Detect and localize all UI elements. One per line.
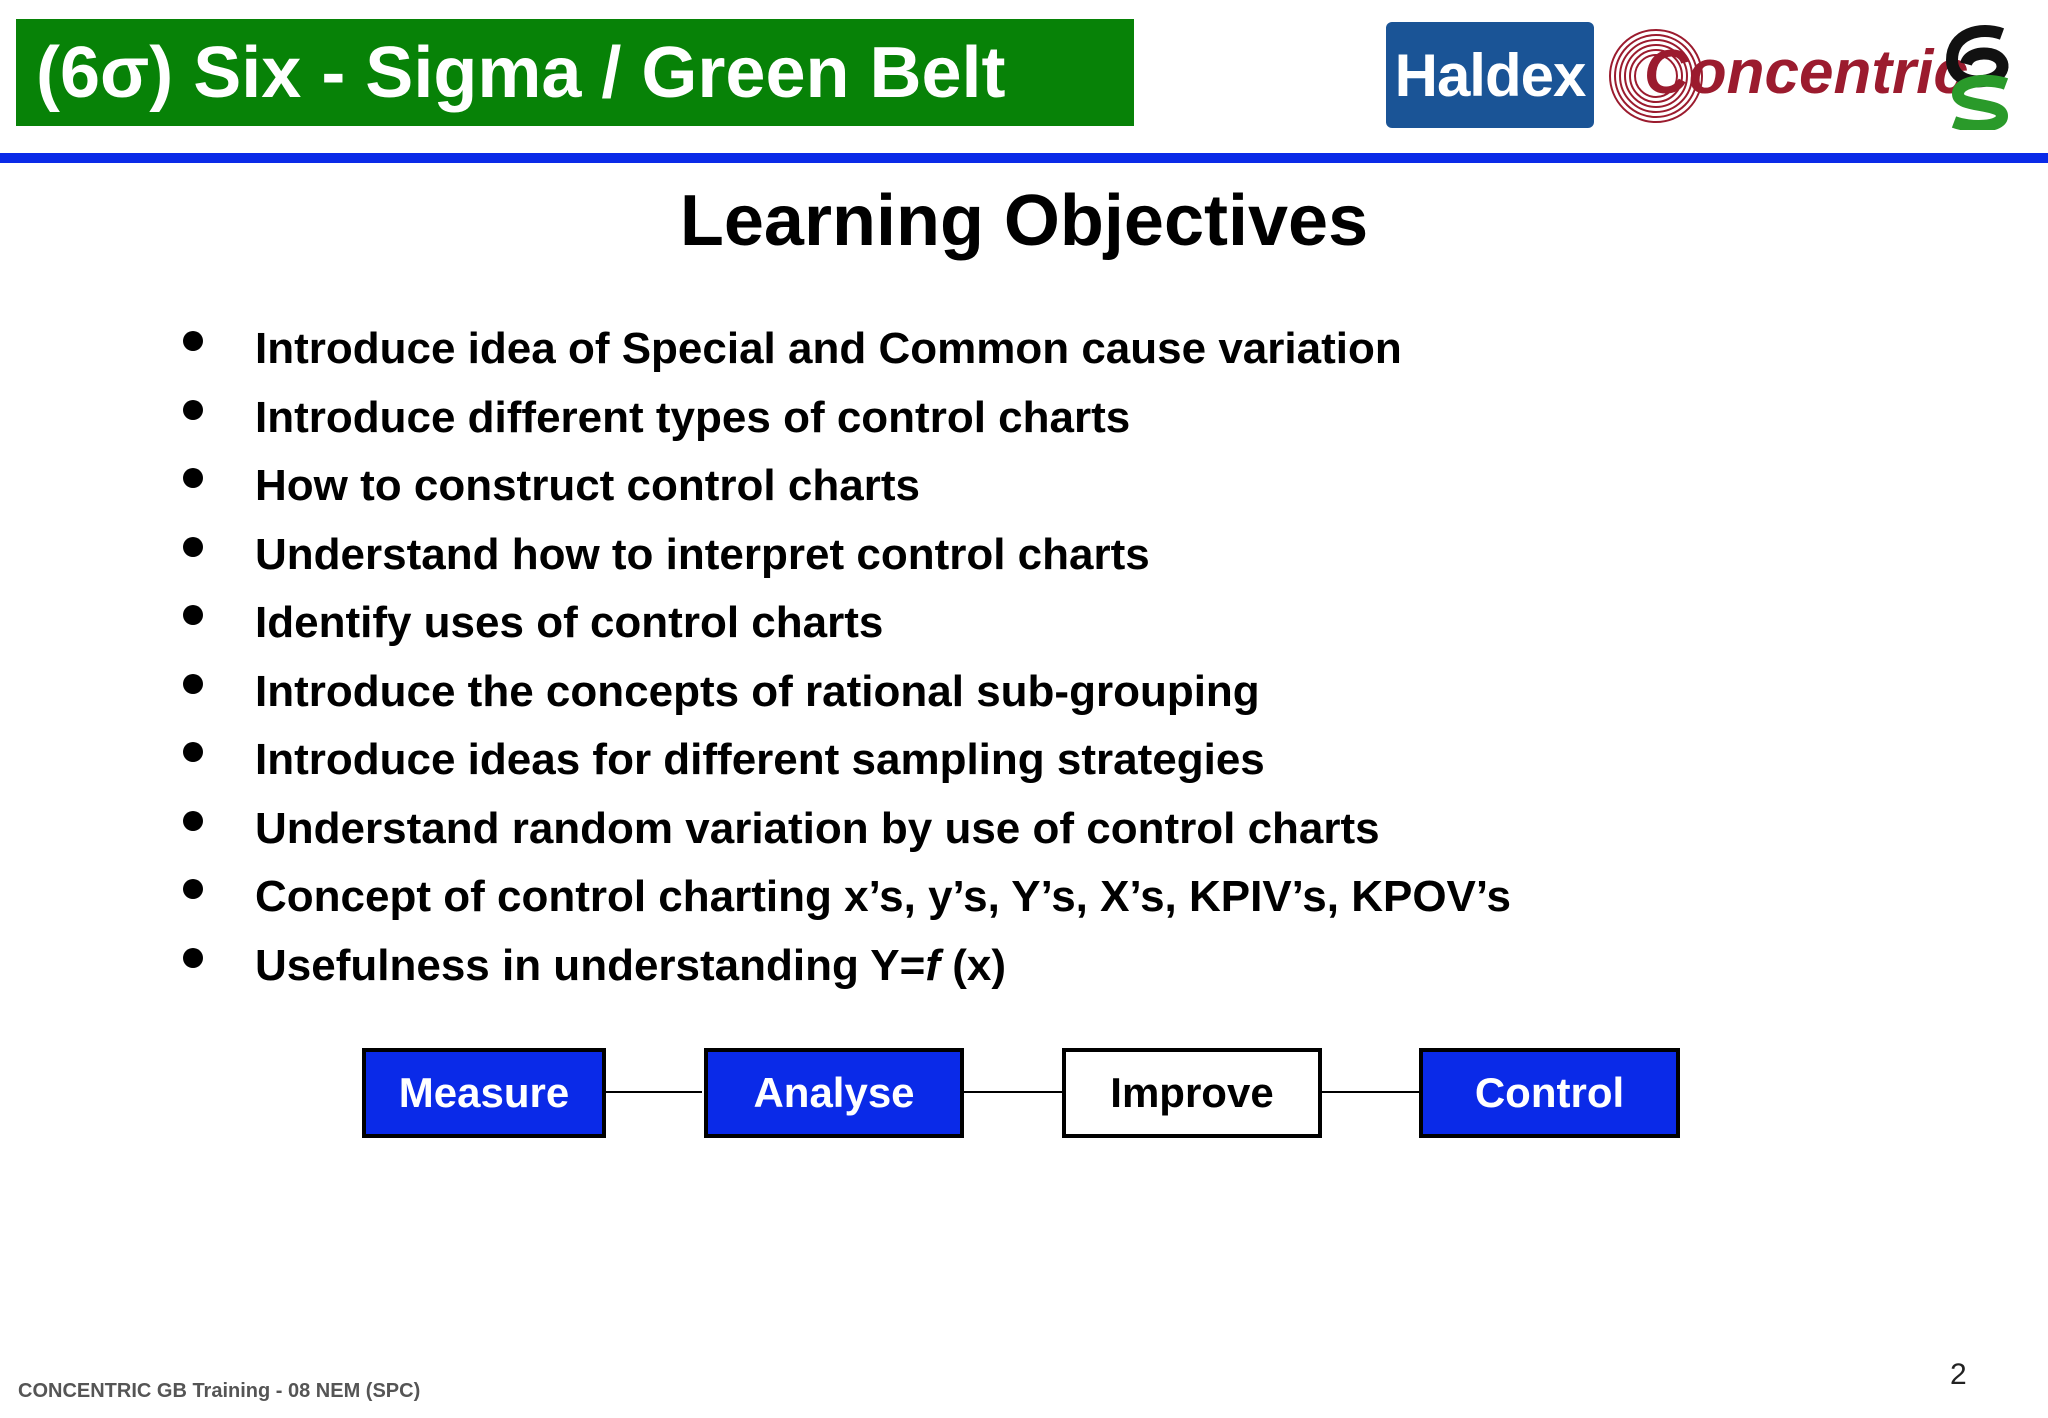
six-sigma-6s-icon [1940, 24, 2020, 132]
objective-text: Identify uses of control charts [255, 598, 884, 647]
title-banner: (6σ) Six - Sigma / Green Belt [16, 19, 1134, 126]
connector-line [1320, 1091, 1420, 1093]
phase-improve: Improve [1062, 1048, 1322, 1138]
phase-label: Improve [1110, 1069, 1274, 1116]
objective-text: How to construct control charts [255, 461, 920, 510]
concentric-logo-text: Concentric [1644, 38, 1968, 107]
objective-suffix: (x) [940, 940, 1006, 990]
connector-line [962, 1091, 1062, 1093]
objective-text: Introduce the concepts of rational sub-g… [255, 666, 1260, 716]
footer-course-label: CONCENTRIC GB Training - 08 NEM (SPC) [18, 1380, 421, 1402]
haldex-logo-text: Haldex [1394, 41, 1587, 109]
objective-text: Concept of control charting x’s, y’s, Y’… [255, 872, 1511, 921]
bullet-icon [183, 399, 203, 420]
phase-control: Control [1419, 1048, 1680, 1138]
objective-text: Introduce ideas for different sampling s… [255, 735, 1265, 784]
objective-text: Introduce idea of Special and Common cau… [255, 324, 1402, 373]
phase-analyse: Analyse [704, 1048, 964, 1138]
concentric-logo: Concentric [1606, 24, 1968, 128]
phase-label: Control [1474, 1069, 1625, 1116]
bullet-icon [183, 536, 203, 557]
concentric-rings-icon [1609, 29, 1703, 123]
objective-function: f [925, 940, 940, 990]
objective-text: Understand random variation by use of co… [255, 803, 1380, 853]
connector-line [602, 1091, 702, 1093]
objective-text: Introduce different types of control cha… [255, 392, 1131, 442]
bullet-icon [183, 742, 203, 762]
bullet-icon [183, 605, 203, 625]
haldex-logo: Haldex [1386, 22, 1594, 128]
objective-text-usefulness: Usefulness in understanding Y=f (x) [255, 935, 1006, 997]
phase-measure: Measure [362, 1048, 606, 1138]
header-divider [0, 153, 2048, 163]
objective-text: Understand how to interpret control char… [255, 529, 1150, 579]
bullet-icon [183, 673, 203, 694]
phase-label: Measure [398, 1069, 570, 1116]
bullet-icon [183, 810, 203, 831]
bullet-icon [183, 468, 203, 488]
bullet-icon [183, 947, 203, 968]
phase-label: Analyse [753, 1069, 915, 1116]
page-title: Learning Objectives [679, 181, 1369, 261]
slide-title: (6σ) Six - Sigma / Green Belt [36, 32, 1006, 113]
page-number: 2 [1950, 1358, 1967, 1391]
bullet-icon [183, 331, 203, 351]
objective-prefix: Usefulness in understanding Y= [255, 940, 926, 990]
dmaic-phase-flow: Measure Analyse Improve Control [362, 1048, 1680, 1138]
bullet-icon [183, 879, 203, 899]
